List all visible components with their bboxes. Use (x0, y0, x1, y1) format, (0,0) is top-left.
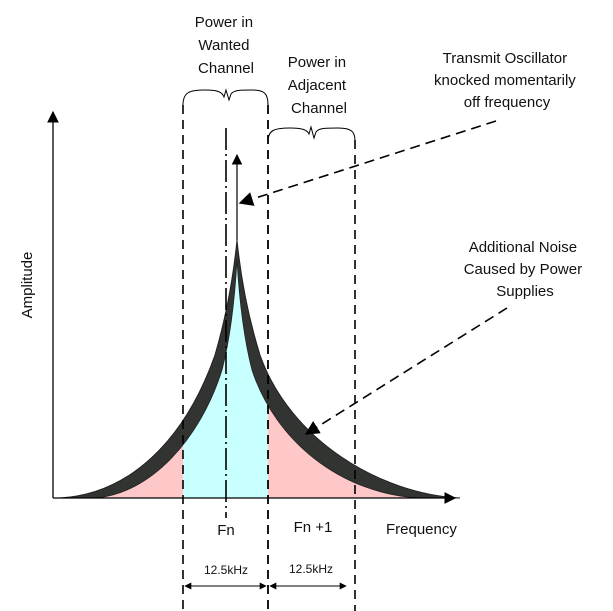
noise-leader (304, 307, 508, 435)
adjacent-channel-label: Power in Adjacent Channel (288, 54, 351, 117)
adjacent-channel-brace (267, 125, 356, 142)
fn-label: Fn (217, 522, 235, 539)
x-axis-label: Frequency (386, 521, 457, 538)
adjacent-channel-power (268, 260, 420, 498)
oscillator-annotation: Transmit Oscillator knocked momentarily … (434, 50, 580, 111)
noise-annotation: Additional Noise Caused by Power Supplie… (464, 239, 587, 300)
wanted-channel-brace (182, 88, 269, 106)
bw-wanted-label: 12.5kHz (204, 563, 248, 577)
y-axis-label: Amplitude (19, 252, 36, 319)
oscillator-leader (238, 120, 497, 206)
bw-adjacent-label: 12.5kHz (289, 562, 333, 576)
noise-band (59, 239, 461, 499)
fn-plus-1-label: Fn +1 (294, 519, 333, 536)
wanted-channel-label: Power in Wanted Channel (195, 14, 258, 77)
